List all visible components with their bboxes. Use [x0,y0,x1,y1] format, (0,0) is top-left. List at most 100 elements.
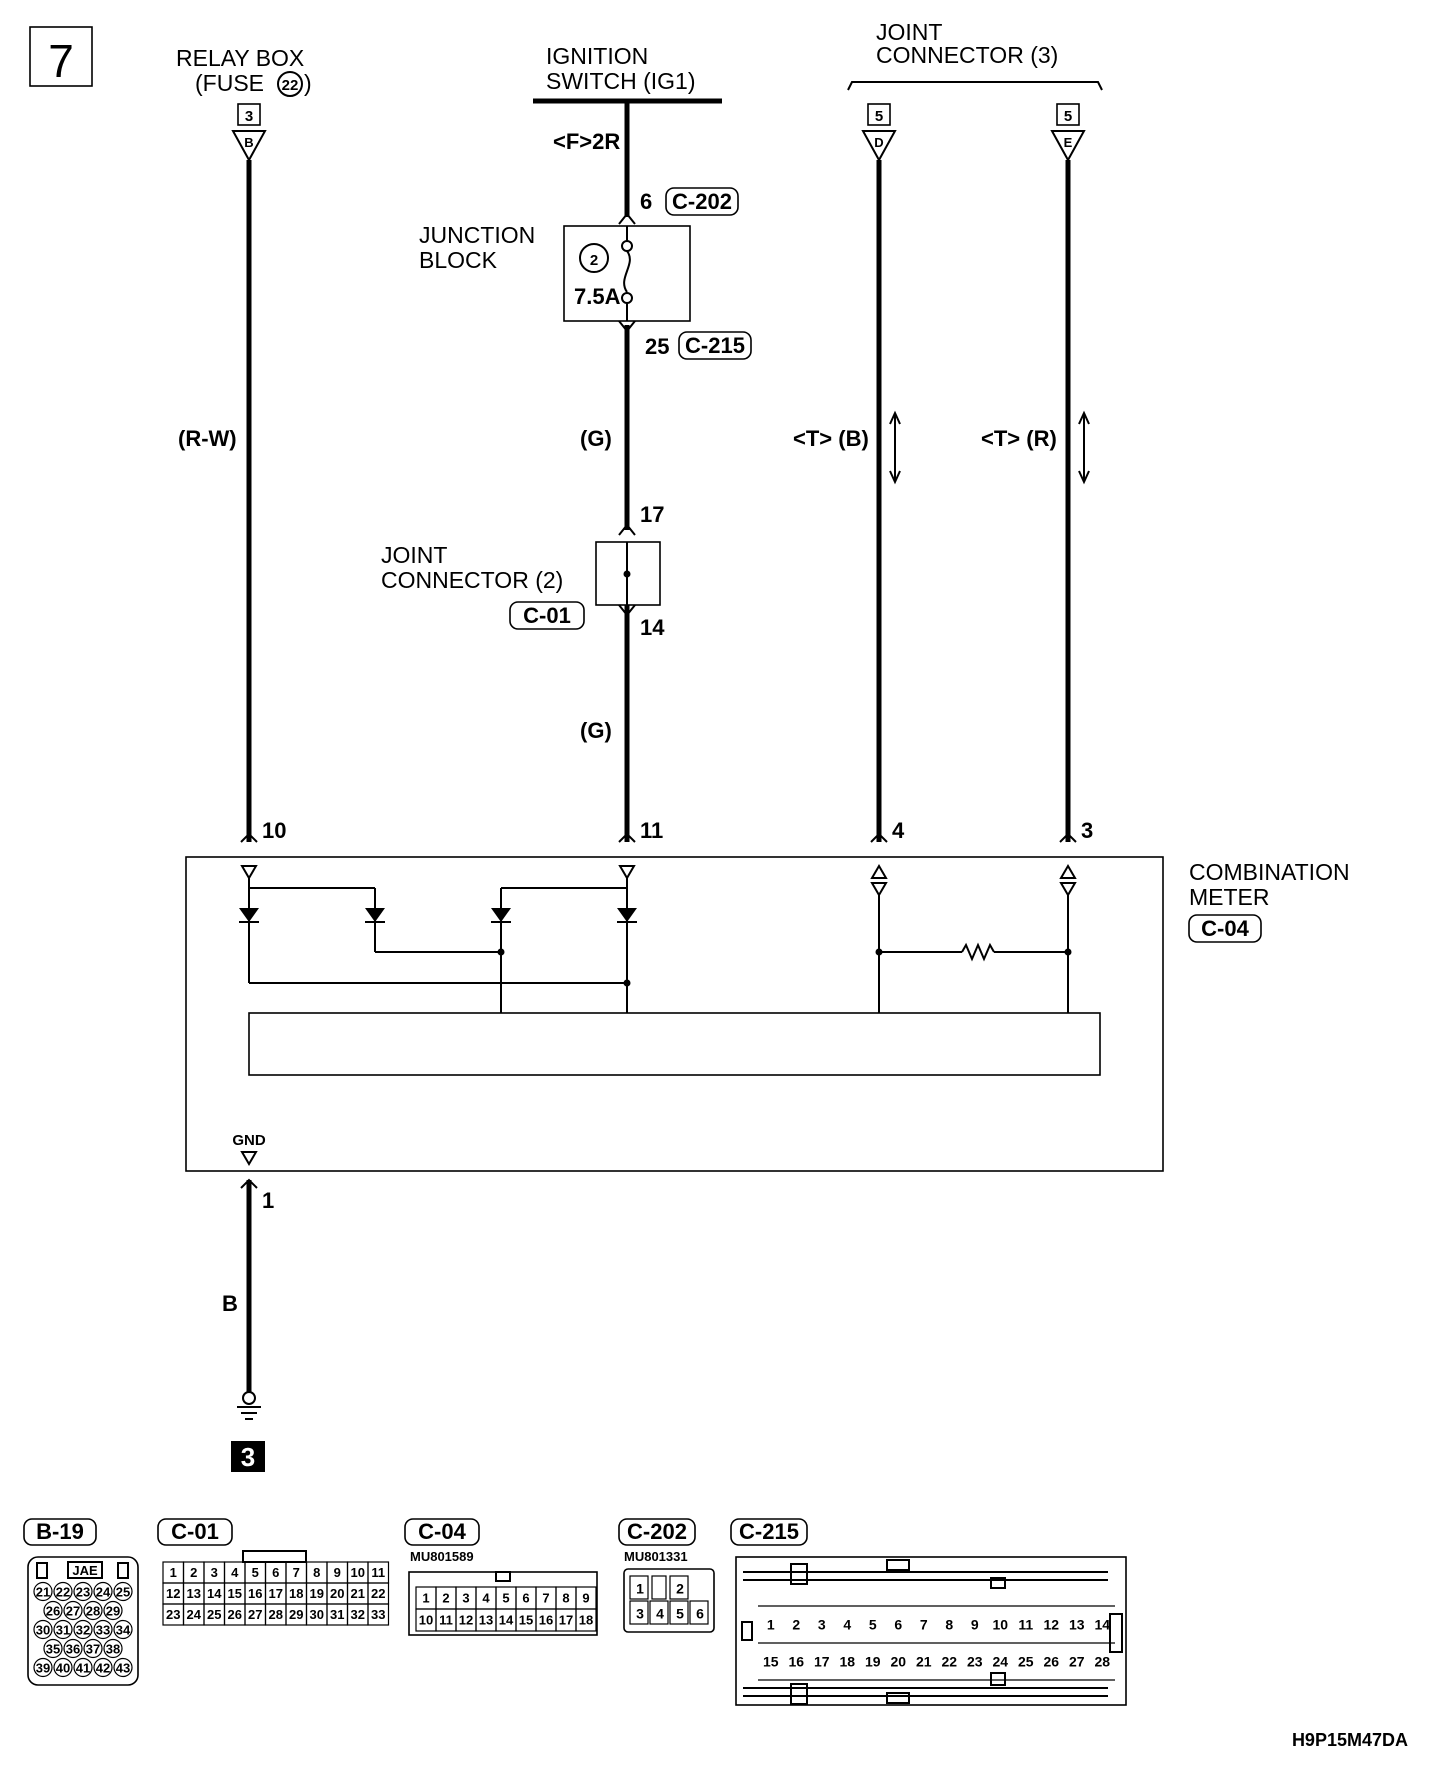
connector-pin-number: 18 [289,1586,303,1601]
meter-pin-10: 10 [262,818,286,843]
meter-pin-labels: 10 11 4 3 [240,818,1093,843]
ignition-switch-note: <F>2R [553,129,620,154]
connector-pin-number: 13 [479,1613,493,1628]
connector-pin-number: 25 [207,1607,221,1622]
connector-pin-number: 18 [839,1654,855,1670]
connector-pin-number: 32 [76,1623,90,1638]
joint-connector-2: 17 JOINT CONNECTOR (2) C-01 14 [381,502,665,640]
page-number: 7 [48,35,74,87]
connector-pin-number: 41 [76,1661,90,1676]
connector-pin-number: 25 [116,1585,130,1600]
wire-color-relay: (R-W) [178,426,237,451]
fuse-number-circle [277,71,303,97]
connector-pin-number: 37 [86,1642,100,1657]
connector-cavity [93,1581,113,1602]
connector-pin-number: 15 [763,1654,779,1670]
connector-cavity [689,1600,709,1625]
connector-c202-part: MU801331 [624,1549,688,1564]
diode [617,908,637,923]
connector-cavity [33,1657,53,1678]
connector-pin-number: 21 [916,1654,932,1670]
connector-pin-number: 15 [519,1613,533,1628]
connector-pin-number: 6 [522,1591,529,1606]
connector-pin-number: 24 [992,1654,1008,1670]
connector-pin-number: 4 [482,1591,490,1606]
connector-pin-number: 10 [419,1613,433,1628]
connector-pin-number: 5 [869,1617,877,1633]
joint-connector-2-label-2: CONNECTOR (2) [381,567,563,593]
junction-block-fuse-circle [579,243,609,273]
drawing-code: H9P15M47DA [1292,1730,1408,1750]
connector-cavity [73,1657,93,1678]
meter-gnd-pin: 1 [262,1188,274,1213]
connector-pin-number: 1 [170,1565,177,1580]
connector-pin-number: 13 [1069,1617,1085,1633]
connector-cavity [629,1600,649,1625]
connector-pin-number: 11 [1018,1617,1033,1633]
connector-cavity [73,1619,93,1640]
connector-cavity [73,1581,93,1602]
connector-pin-number: 14 [1094,1617,1110,1633]
junction-block-pin-in: 6 [640,189,652,214]
connector-pin-number: 15 [228,1586,242,1601]
connector-cavity [43,1638,63,1659]
connector-cavity [367,1603,390,1626]
connector-pin-number: 34 [116,1623,131,1638]
page-number-box: 7 [29,26,93,87]
connector-pin-number: 33 [371,1607,385,1622]
combination-meter-conn: C-04 [1201,916,1249,941]
joint-connector-3-conn-e: E [1064,135,1073,150]
connector-cavity [93,1657,113,1678]
connector-cavity [43,1600,63,1621]
connector-pin-number: 22 [371,1586,385,1601]
connector-pin-number: 21 [36,1585,50,1600]
joint-connector-3-source: JOINT CONNECTOR (3) 5 D 5 E [847,19,1103,163]
joint-connector-3-conn-d: D [874,135,883,150]
connector-pin-number: 26 [1043,1654,1059,1670]
connector-cavity [649,1600,669,1625]
relay-box-ref: 3 [245,108,253,125]
connector-pin-number: 9 [971,1617,979,1633]
meter-gnd-label: GND [232,1132,266,1149]
ground: 1 3 [231,1178,274,1472]
meter-pin-3: 3 [1081,818,1093,843]
connector-pin-number: 2 [792,1617,800,1633]
connector-pin-number: 3 [818,1617,826,1633]
combination-meter: COMBINATION METER C-04 GND [185,856,1350,1172]
junction-block-conn-in: C-202 [672,189,732,214]
wire-color-ig-lower: (G) [580,718,612,743]
connector-pin-number: 26 [228,1607,242,1622]
connector-c215-name: C-215 [739,1519,799,1544]
bidirectional-arrow-b [889,410,901,485]
connector-pin-number: 2 [676,1581,684,1597]
connector-cavity [113,1619,133,1640]
connector-pin-number: 21 [351,1586,365,1601]
connector-c04-part: MU801589 [410,1549,474,1564]
connector-pin-number: 19 [310,1586,324,1601]
junction-block-fuse-number: 2 [590,252,598,269]
connector-pin-number: 4 [656,1606,664,1622]
connector-pin-number: 5 [252,1565,259,1580]
connector-pin-number: 29 [289,1607,303,1622]
ground-ref-box [231,1441,265,1472]
combination-meter-label-1: COMBINATION [1189,859,1350,885]
connector-pin-number: 3 [462,1591,469,1606]
connector-cavity [33,1581,53,1602]
connector-cavity [53,1657,73,1678]
connector-pin-number: 8 [562,1591,569,1606]
combination-meter-label-2: METER [1189,884,1270,910]
connector-pin-number: 28 [86,1604,100,1619]
wire-color-t-b: <T> (B) [793,426,869,451]
connector-pin-number: 33 [96,1623,110,1638]
relay-box-label-1: RELAY BOX [176,45,304,71]
connector-pin-number: 14 [207,1586,222,1601]
ground-ref: 3 [241,1442,255,1472]
connector-pin-number: 30 [36,1623,50,1638]
connector-cavity [93,1619,113,1640]
connector-c202-name: C-202 [627,1519,687,1544]
connector-pin-number: 39 [36,1661,50,1676]
